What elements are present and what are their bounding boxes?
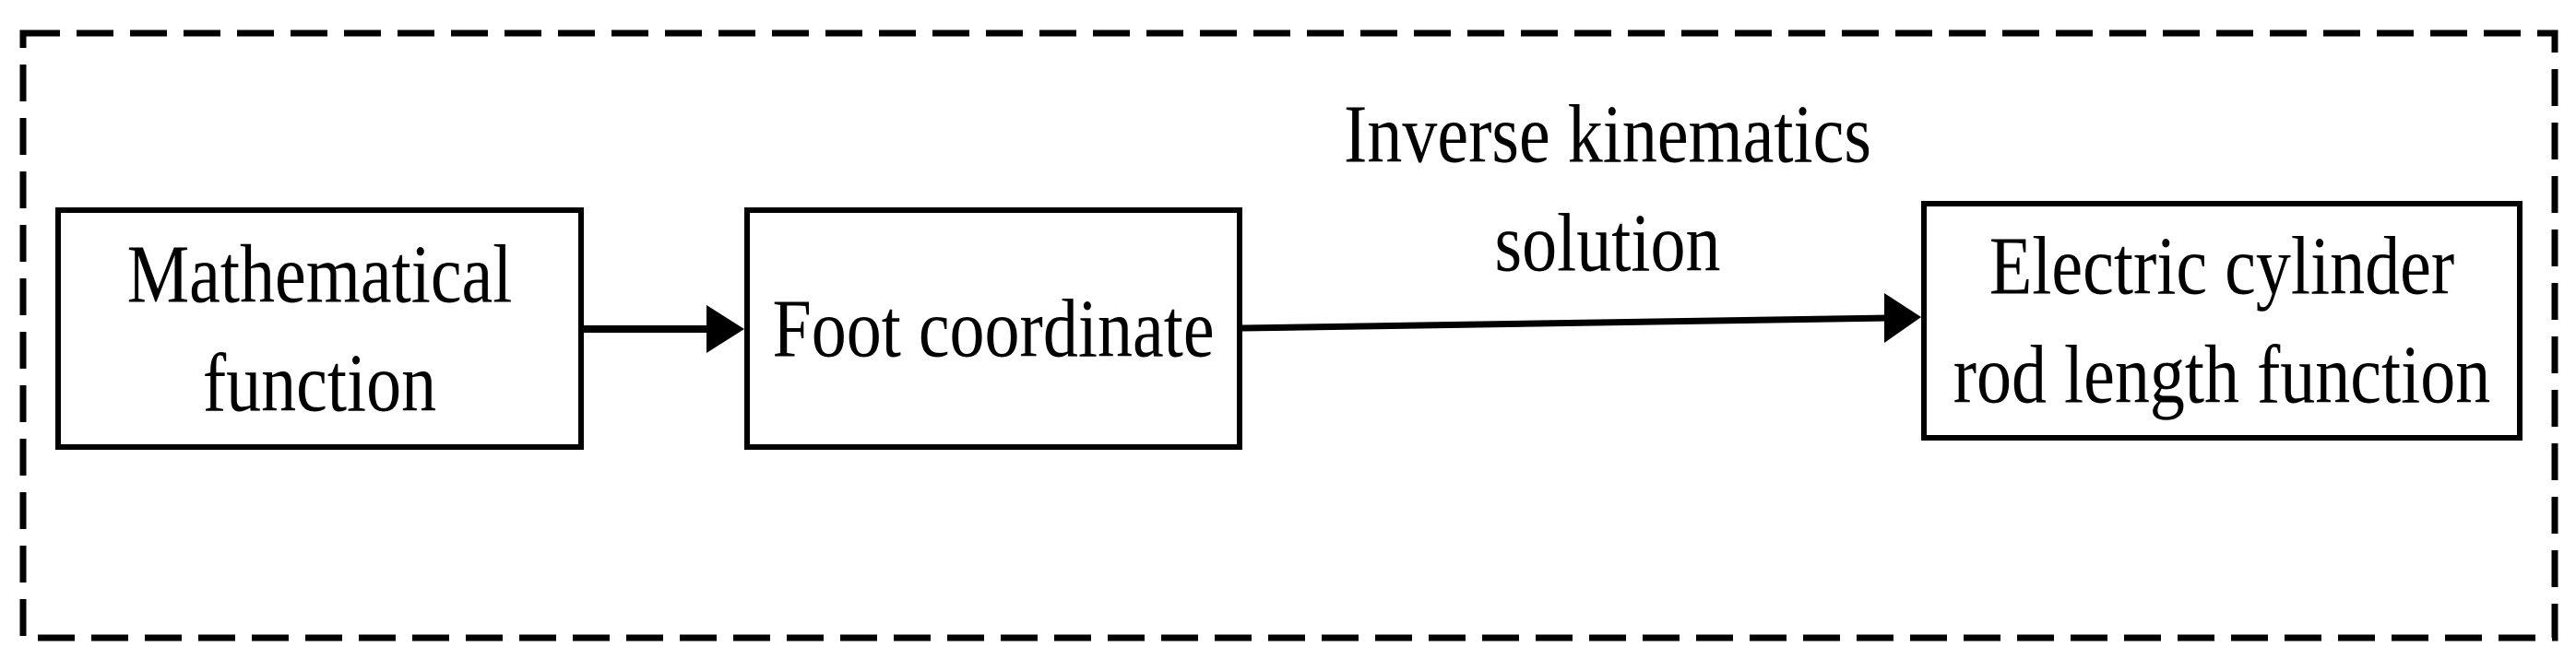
- arrow-foot-to-electric: [1241, 293, 1921, 343]
- edge-label-inverse-kinematics: Inverse kinematics solution: [1239, 80, 1977, 298]
- node-mathematical-function: Mathematical function: [55, 207, 584, 450]
- edge-label-text: Inverse kinematics solution: [1344, 80, 1871, 298]
- dashed-frame: [19, 29, 2558, 641]
- node-label-line: Foot coordinate: [772, 282, 1215, 375]
- arrow-math-to-foot: [584, 305, 744, 353]
- node-label-line: Electric cylinder: [1988, 220, 2455, 312]
- node-label-line: function: [202, 336, 437, 430]
- node-label: Electric cylinder rod length function: [1953, 212, 2491, 430]
- arrow-shaft: [1241, 314, 1890, 332]
- arrowhead-icon: [1884, 293, 1921, 343]
- node-label: Mathematical function: [127, 220, 513, 438]
- node-electric-cylinder-rod-length-function: Electric cylinder rod length function: [1921, 201, 2523, 441]
- node-foot-coordinate: Foot coordinate: [744, 207, 1242, 450]
- edge-label-line: solution: [1494, 197, 1721, 289]
- edge-label-line: Inverse kinematics: [1344, 88, 1871, 181]
- node-label-line: Mathematical: [126, 228, 513, 321]
- node-label-line: rod length function: [1953, 329, 2491, 421]
- arrowhead-icon: [706, 305, 744, 353]
- node-label: Foot coordinate: [772, 275, 1214, 383]
